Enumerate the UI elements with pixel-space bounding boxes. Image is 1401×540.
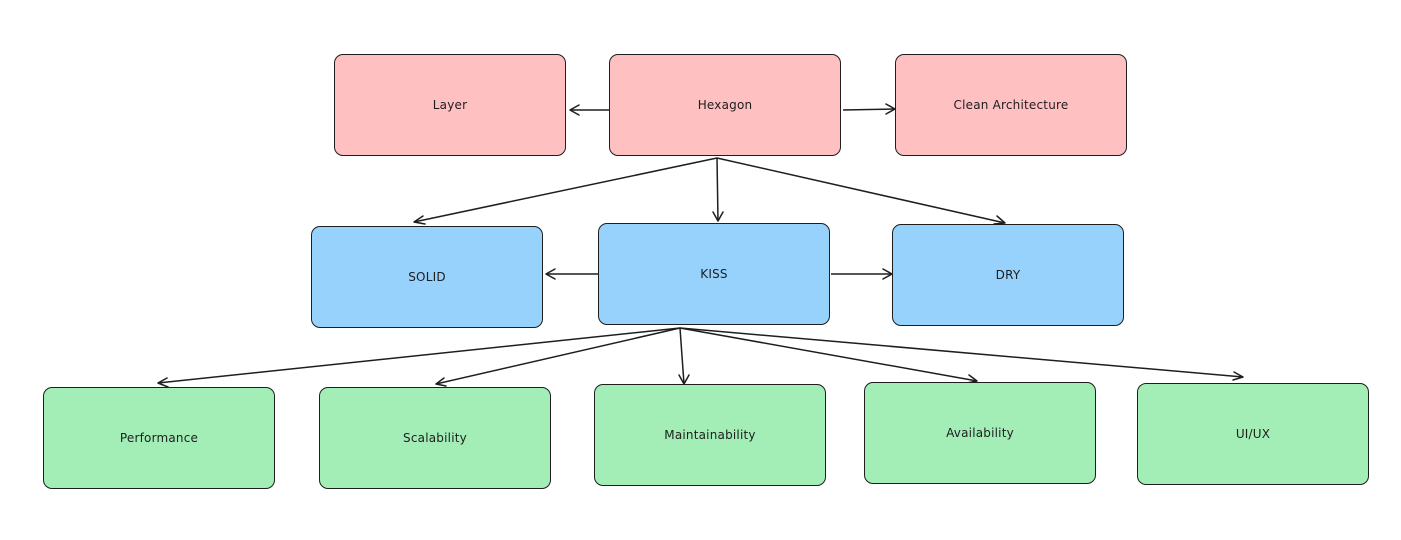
node-hexagon-label: Hexagon xyxy=(697,98,753,112)
edge-kiss-performance xyxy=(157,327,681,388)
node-scalability[interactable]: Scalability xyxy=(319,387,551,489)
node-kiss-label: KISS xyxy=(700,267,728,281)
node-availability[interactable]: Availability xyxy=(864,382,1096,484)
edge-hexagon-dry xyxy=(716,157,1006,225)
node-hexagon[interactable]: Hexagon xyxy=(609,54,841,156)
node-ui-ux-label: UI/UX xyxy=(1235,427,1271,441)
node-layer[interactable]: Layer xyxy=(334,54,566,156)
edge-kiss-dry xyxy=(831,268,893,280)
node-dry-label: DRY xyxy=(995,268,1021,282)
node-solid[interactable]: SOLID xyxy=(311,226,543,328)
node-ui-ux[interactable]: UI/UX xyxy=(1137,383,1369,485)
node-availability-label: Availability xyxy=(946,426,1014,440)
edge-kiss-ui-ux xyxy=(679,327,1244,381)
node-performance-label: Performance xyxy=(119,431,199,445)
node-clean-architecture-label: Clean Architecture xyxy=(953,98,1069,112)
edge-kiss-availability xyxy=(679,327,978,384)
node-performance[interactable]: Performance xyxy=(43,387,275,489)
edge-hexagon-kiss xyxy=(712,157,724,222)
edge-kiss-maintainability xyxy=(678,327,690,385)
edge-kiss-scalability xyxy=(435,327,681,387)
node-layer-label: Layer xyxy=(432,98,468,112)
node-clean-architecture[interactable]: Clean Architecture xyxy=(895,54,1127,156)
node-scalability-label: Scalability xyxy=(403,431,467,445)
edge-hexagon-clean-architecture xyxy=(842,103,896,115)
edge-kiss-solid xyxy=(545,268,598,280)
edge-hexagon-layer xyxy=(569,104,609,116)
node-kiss[interactable]: KISS xyxy=(598,223,830,325)
node-solid-label: SOLID xyxy=(408,270,446,284)
edge-hexagon-solid xyxy=(413,157,718,225)
node-maintainability-label: Maintainability xyxy=(664,428,756,442)
node-maintainability[interactable]: Maintainability xyxy=(594,384,826,486)
node-dry[interactable]: DRY xyxy=(892,224,1124,326)
